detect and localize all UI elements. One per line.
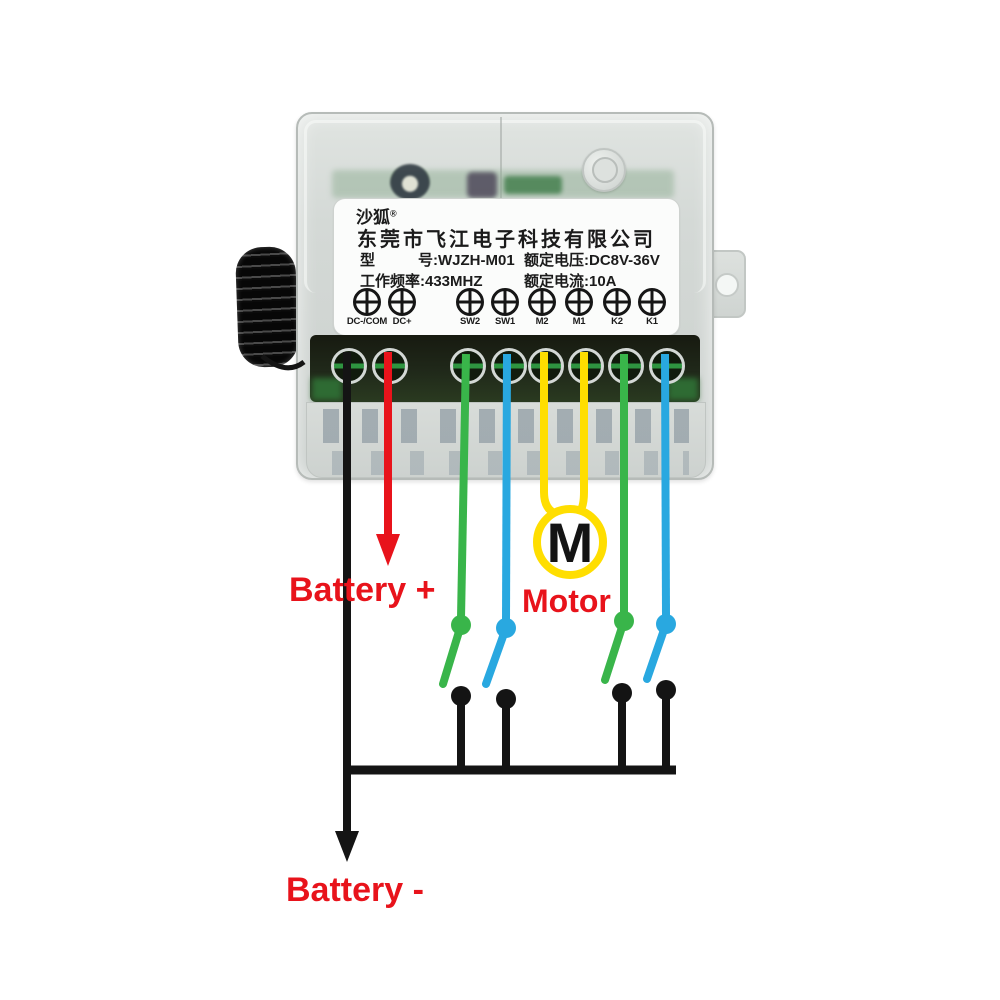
dark-component bbox=[467, 172, 497, 198]
trimmer-component bbox=[390, 164, 430, 200]
rated-current: 额定电流:10A bbox=[524, 273, 617, 290]
switch-lever-k2 bbox=[601, 617, 628, 684]
button-boss-ring bbox=[592, 157, 618, 183]
green-component bbox=[504, 176, 562, 194]
battery-plus-arrowhead bbox=[376, 534, 400, 566]
terminal-hole-k1 bbox=[649, 348, 685, 384]
comb-teeth-row bbox=[323, 451, 689, 475]
battery-minus-label: Battery - bbox=[286, 871, 424, 909]
comb-teeth-row bbox=[323, 409, 689, 443]
contact-dot-sw1 bbox=[496, 689, 516, 709]
terminal-name-sw2: SW2 bbox=[460, 316, 480, 327]
battery-plus-label: Battery + bbox=[289, 571, 436, 609]
terminal-name-m1: M1 bbox=[572, 316, 586, 327]
switch-pivot-k2 bbox=[614, 611, 634, 631]
brand-name: 沙狐® bbox=[356, 203, 397, 228]
model-prefix: 型 bbox=[360, 252, 376, 269]
company-name: 东莞市飞江电子科技有限公司 bbox=[357, 229, 656, 251]
screw-terminal-icon bbox=[491, 288, 519, 316]
pcb-edge bbox=[312, 378, 342, 400]
terminal-name-k1: K1 bbox=[646, 316, 658, 327]
battery-minus-arrowhead bbox=[335, 831, 359, 862]
switch-pivot-k1 bbox=[656, 614, 676, 634]
terminal-hole-m2 bbox=[528, 348, 564, 384]
switch-lever-sw1 bbox=[482, 624, 510, 688]
antenna-coil bbox=[234, 245, 300, 369]
product-label: 沙狐® 东莞市飞江电子科技有限公司 型 号:WJZH-M01 额定电压:DC8V… bbox=[334, 199, 679, 335]
terminal-name-dc-com: DC-/COM bbox=[346, 316, 388, 327]
switch-lever-sw2 bbox=[439, 621, 465, 688]
screw-terminal-icon bbox=[603, 288, 631, 316]
terminal-hole-m1 bbox=[568, 348, 604, 384]
mounting-hole bbox=[715, 273, 739, 297]
terminal-name-k2: K2 bbox=[611, 316, 623, 327]
motor-symbol: M bbox=[547, 511, 594, 574]
screw-terminal-icon bbox=[456, 288, 484, 316]
terminal-hole-sw1 bbox=[491, 348, 527, 384]
terminal-hole-dc-plus bbox=[372, 348, 408, 384]
contact-dot-k1 bbox=[656, 680, 676, 700]
terminal-name-dc-plus: DC+ bbox=[392, 316, 412, 327]
terminal-hole-k2 bbox=[608, 348, 644, 384]
button-boss bbox=[582, 148, 626, 192]
pcb-edge bbox=[668, 378, 698, 400]
terminal-hole-dc-com bbox=[331, 348, 367, 384]
registered-mark: ® bbox=[390, 208, 397, 219]
terminal-hole-sw2 bbox=[450, 348, 486, 384]
rated-voltage: 额定电压:DC8V-36V bbox=[524, 252, 660, 269]
case-flange bbox=[306, 402, 706, 478]
screw-terminal-icon bbox=[638, 288, 666, 316]
screw-terminal-icon bbox=[528, 288, 556, 316]
case-rim bbox=[304, 120, 706, 293]
switch-pivot-sw1 bbox=[496, 618, 516, 638]
terminal-name-m2: M2 bbox=[535, 316, 549, 327]
screw-terminal-icon bbox=[565, 288, 593, 316]
case-seam bbox=[500, 117, 502, 199]
contact-dot-sw2 bbox=[451, 686, 471, 706]
switch-pivot-sw2 bbox=[451, 615, 471, 635]
model-number: 号:WJZH-M01 bbox=[418, 252, 515, 269]
contact-dot-k2 bbox=[612, 683, 632, 703]
screw-terminal-icon bbox=[353, 288, 381, 316]
motor-label: Motor bbox=[522, 583, 611, 619]
working-frequency: 工作频率:433MHZ bbox=[360, 273, 483, 290]
switch-lever-k1 bbox=[643, 620, 670, 683]
receiver-module: 沙狐® 东莞市飞江电子科技有限公司 型 号:WJZH-M01 额定电压:DC8V… bbox=[296, 112, 714, 480]
screw-terminal-icon bbox=[388, 288, 416, 316]
brand-text: 沙狐 bbox=[356, 208, 390, 227]
motor-circle bbox=[533, 505, 607, 579]
terminal-name-sw1: SW1 bbox=[495, 316, 515, 327]
